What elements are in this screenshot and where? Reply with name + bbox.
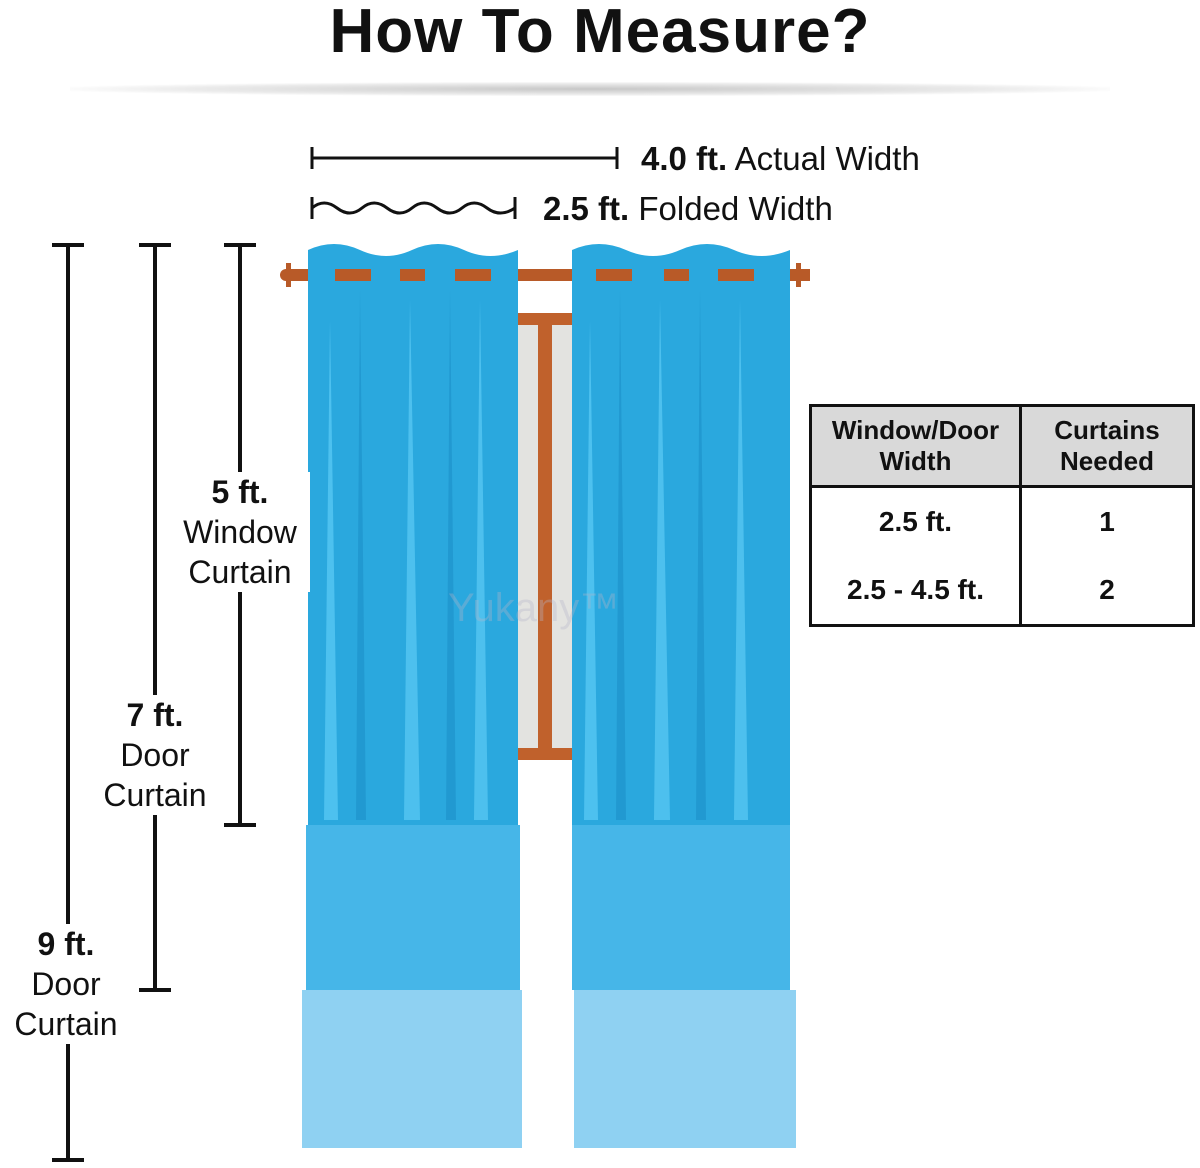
folded-width-value: 2.5 ft. <box>543 190 630 227</box>
folded-width-line <box>310 197 517 219</box>
curtain-left <box>302 244 522 1148</box>
table-row: 2.5 - 4.5 ft. 2 <box>809 556 1195 627</box>
title-shadow <box>70 82 1110 96</box>
cell-needed: 2 <box>1019 556 1195 627</box>
window-frame <box>505 313 585 760</box>
height-text: Door <box>120 737 190 773</box>
folded-width-label: 2.5 ft. Folded Width <box>543 190 833 228</box>
height-text: Window <box>183 514 297 550</box>
actual-width-value: 4.0 ft. <box>641 140 728 177</box>
height-text: Curtain <box>14 1006 118 1042</box>
page-title: How To Measure? <box>329 0 871 66</box>
height-value: 7 ft. <box>126 697 184 733</box>
actual-width-line <box>310 147 619 169</box>
height-text: Door <box>31 966 101 1002</box>
window-curtain-5ft-label: 5 ft. Window Curtain <box>170 472 310 592</box>
cell-needed: 1 <box>1019 486 1195 556</box>
height-text: Curtain <box>103 777 207 813</box>
folded-width-text: Folded Width <box>638 190 833 227</box>
actual-width-label: 4.0 ft. Actual Width <box>641 140 920 178</box>
door-curtain-9ft-label: 9 ft. Door Curtain <box>0 924 132 1044</box>
actual-width-text: Actual Width <box>734 140 920 177</box>
curtain-right <box>572 244 810 1148</box>
watermark: Yukany™ <box>448 586 620 630</box>
cell-width: 2.5 - 4.5 ft. <box>809 556 1022 627</box>
height-line-7ft <box>139 243 171 992</box>
height-text: Curtain <box>188 554 292 590</box>
cell-width: 2.5 ft. <box>809 486 1022 556</box>
height-value: 9 ft. <box>37 926 95 962</box>
door-curtain-7ft-label: 7 ft. Door Curtain <box>88 695 222 815</box>
height-value: 5 ft. <box>211 474 269 510</box>
table-row: 2.5 ft. 1 <box>809 486 1195 556</box>
